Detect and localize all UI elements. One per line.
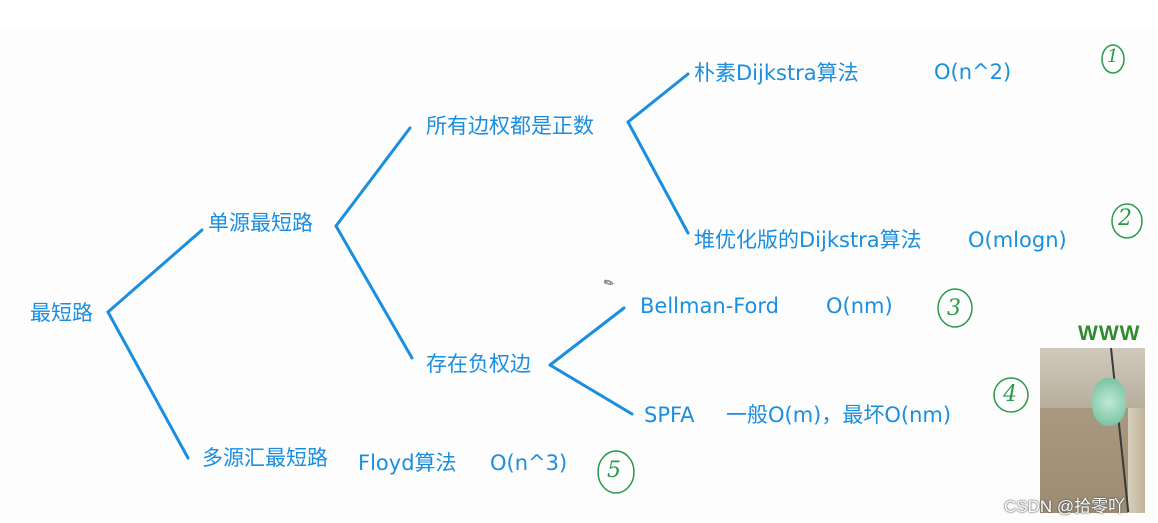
annotation-circle-2 bbox=[1111, 203, 1143, 239]
annotation-number-1: 1 bbox=[1107, 46, 1119, 67]
branch-single-negative bbox=[334, 224, 414, 360]
branch-root-multi bbox=[106, 310, 190, 460]
multi-source-node: 多源汇最短路 bbox=[202, 446, 328, 470]
branch-root-single bbox=[106, 228, 204, 314]
bellman-ford-complexity: O(nm) bbox=[826, 294, 893, 318]
csdn-watermark: CSDN @拾零吖 bbox=[1004, 497, 1126, 516]
top-band bbox=[0, 0, 1158, 30]
single-source-node: 单源最短路 bbox=[208, 211, 313, 235]
root-node: 最短路 bbox=[30, 301, 93, 325]
bellman-ford-node: Bellman-Ford bbox=[640, 294, 779, 318]
branch-positive-heap bbox=[626, 120, 690, 235]
floyd-complexity: O(n^3) bbox=[490, 451, 568, 475]
branch-single-positive bbox=[334, 126, 412, 228]
spfa-complexity: 一般O(m)，最坏O(nm) bbox=[726, 403, 952, 427]
branch-negative-spfa bbox=[548, 363, 634, 416]
annotation-circle-5 bbox=[597, 450, 635, 494]
webcam-overlay bbox=[1040, 348, 1145, 513]
webcam-side bbox=[1128, 408, 1145, 513]
annotation-circle-4 bbox=[993, 377, 1029, 413]
all-positive-node: 所有边权都是正数 bbox=[426, 114, 594, 138]
annotation-circle-3 bbox=[937, 288, 973, 328]
webcam-text: WWW bbox=[1078, 322, 1141, 345]
floyd-node: Floyd算法 bbox=[358, 451, 457, 475]
heap-dijkstra-node: 堆优化版的Dijkstra算法 bbox=[694, 228, 922, 252]
naive-dijkstra-node: 朴素Dijkstra算法 bbox=[694, 61, 859, 85]
spfa-node: SPFA bbox=[644, 403, 695, 427]
branch-negative-bellman bbox=[548, 306, 626, 367]
naive-dijkstra-complexity: O(n^2) bbox=[934, 60, 1012, 84]
annotation-number-3: 3 bbox=[947, 296, 961, 321]
annotation-circle-1 bbox=[1101, 44, 1125, 74]
heap-dijkstra-complexity: O(mlogn) bbox=[968, 228, 1067, 252]
branch-positive-naive bbox=[626, 72, 690, 124]
has-negative-node: 存在负权边 bbox=[426, 352, 531, 376]
webcam-object bbox=[1092, 378, 1126, 426]
annotation-number-2: 2 bbox=[1118, 206, 1132, 231]
annotation-number-4: 4 bbox=[1003, 382, 1017, 407]
annotation-number-5: 5 bbox=[607, 458, 621, 483]
